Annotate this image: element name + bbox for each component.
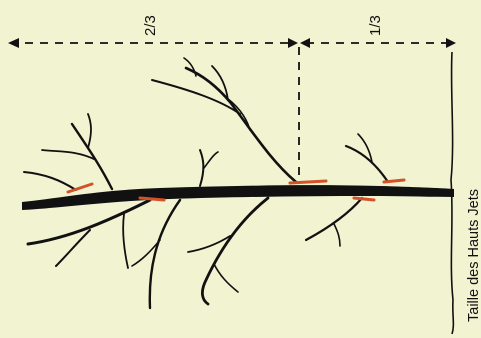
cut-mark-3 (288, 179, 328, 185)
cut-mark-1 (66, 182, 94, 194)
upper-twig-left-b (41, 149, 97, 161)
upper-twig-long-b (211, 65, 229, 101)
middle-left-arrowhead (288, 38, 298, 48)
lower-branch-left (26, 198, 152, 246)
upper-twig-long-d (223, 95, 251, 131)
one-third-label: 1/3 (367, 15, 384, 36)
two-thirds-label: 2/3 (142, 15, 159, 36)
arrowheads (8, 38, 456, 48)
lower-branch-center (201, 196, 270, 306)
lower-twig-center-b (213, 263, 239, 293)
cut-mark-4 (352, 196, 376, 202)
upper-twig-mid (203, 151, 219, 169)
lower-branches (26, 196, 364, 310)
lower-twig-mid-a (131, 239, 161, 267)
lower-twig-center-a (187, 235, 231, 253)
left-arrowhead (8, 38, 19, 48)
upper-twig-left-a (87, 113, 92, 149)
upper-branch-mid (199, 149, 205, 187)
lower-twig-right (333, 223, 341, 247)
lower-twig-left-b (122, 213, 129, 269)
lower-branch-right (304, 196, 364, 242)
lower-twig-left-a (55, 229, 91, 267)
upper-branches (23, 57, 390, 191)
upper-branch-left-outer (23, 171, 77, 191)
middle-right-arrowhead (300, 38, 310, 48)
caption-text: Taille des Hauts Jets (466, 189, 481, 322)
upper-branch-left (70, 122, 114, 191)
upper-twig-right (357, 133, 373, 163)
upper-twig-long-a (151, 79, 241, 115)
main-branch (22, 185, 454, 210)
upper-branch-long (184, 66, 298, 184)
dimension-lines (10, 42, 452, 176)
cut-mark-5 (382, 178, 406, 184)
lower-branch-mid (148, 198, 182, 310)
ground-line (450, 51, 455, 335)
cut-mark-2 (138, 196, 166, 202)
right-arrowhead (446, 38, 456, 48)
cut-marks (66, 178, 406, 202)
upper-branch-right (344, 144, 390, 184)
upper-twig-long-c (183, 57, 197, 77)
